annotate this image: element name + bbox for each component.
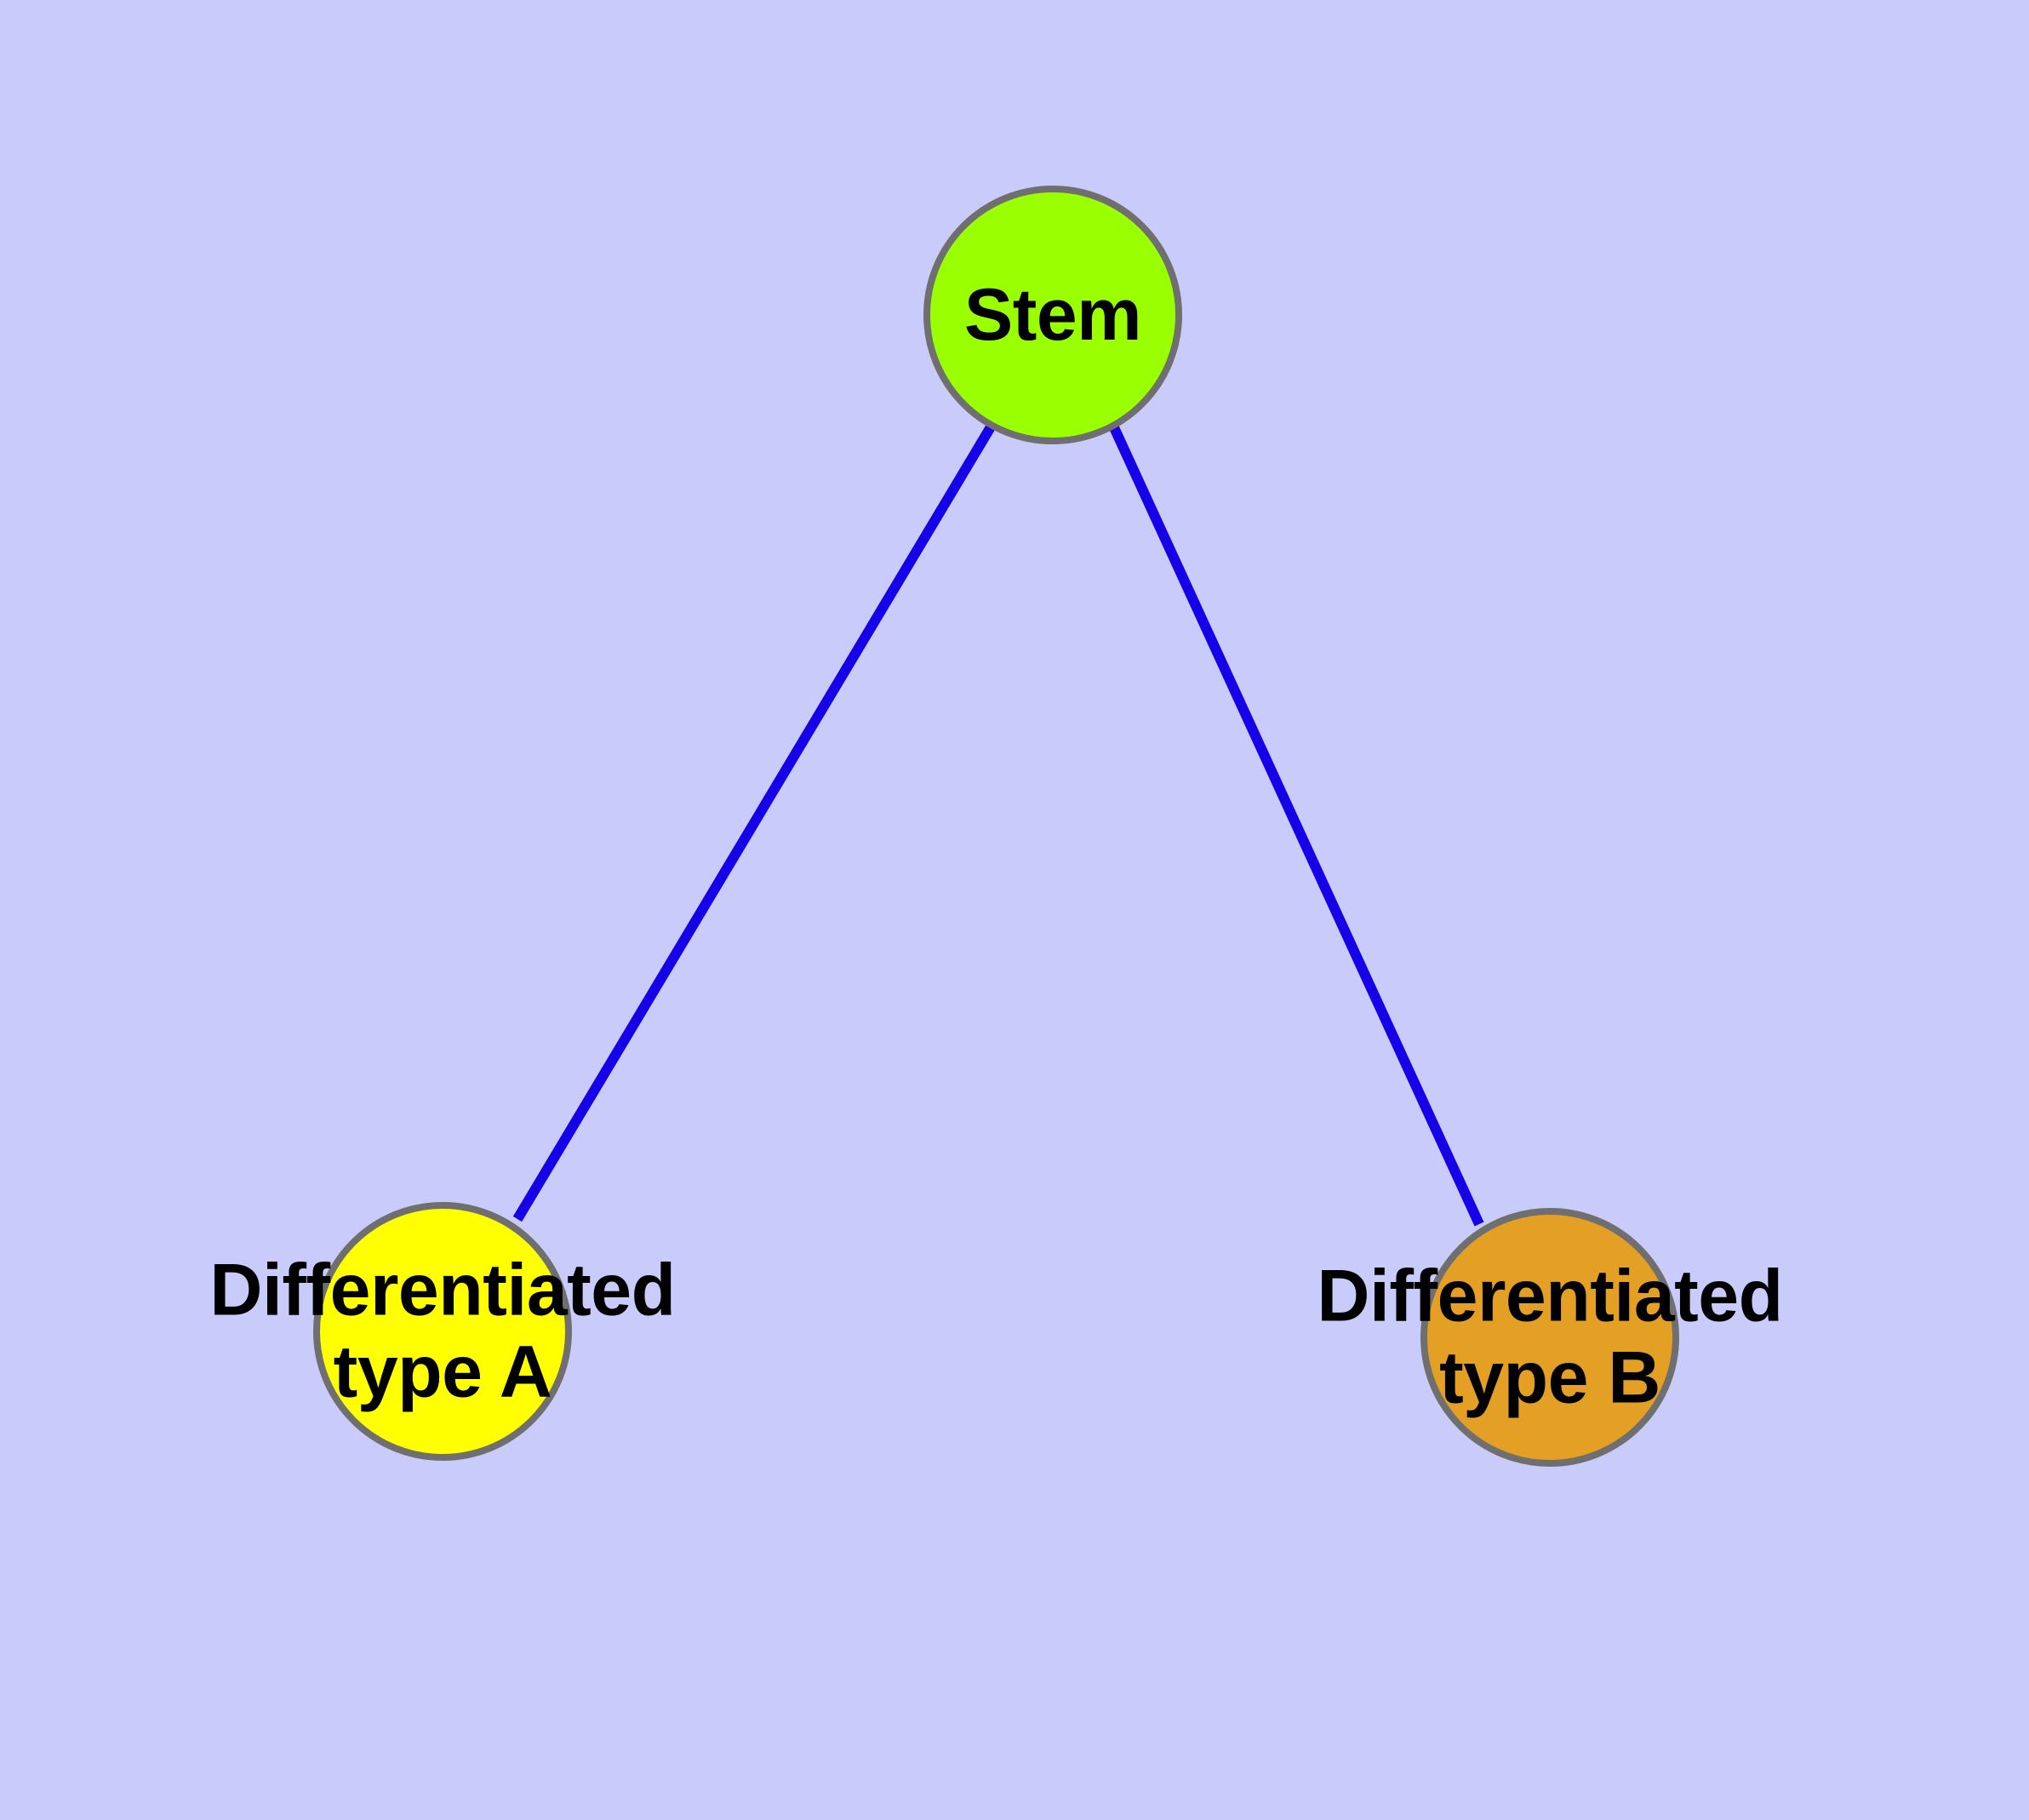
- node-differentiated-type-a[interactable]: [313, 1202, 572, 1461]
- edge-stem-to-differentiated-type-b: [1108, 423, 1484, 1227]
- edge-stem-to-differentiated-type-a: [512, 422, 997, 1222]
- node-stem[interactable]: [923, 186, 1182, 444]
- node-differentiated-type-b[interactable]: [1420, 1208, 1679, 1467]
